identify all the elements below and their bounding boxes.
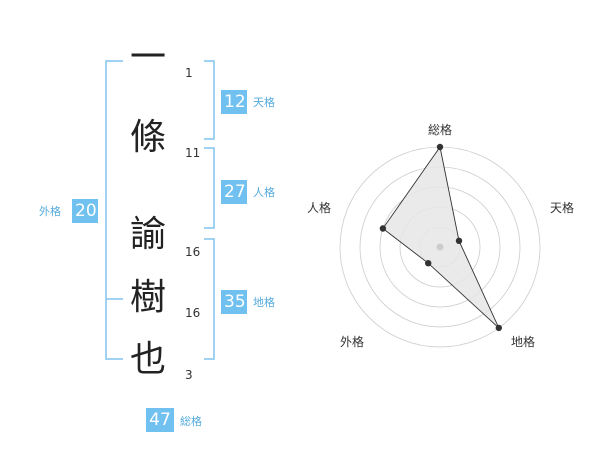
radar-axis-label-gaikaku: 外格 bbox=[340, 335, 365, 349]
gaikaku-value-badge: 20 bbox=[72, 199, 98, 223]
name-char-2: 條 bbox=[129, 117, 166, 158]
chikaku-label: 地格 bbox=[253, 296, 275, 309]
radar-axis-label-tenkaku: 天格 bbox=[550, 201, 575, 215]
radar-axis-label-jinkaku: 人格 bbox=[307, 201, 332, 215]
jinkaku-bracket bbox=[204, 147, 215, 229]
gaikaku-label: 外格 bbox=[39, 205, 61, 218]
radar-point-1 bbox=[436, 143, 444, 151]
radar-axis-label-soukaku: 総格 bbox=[428, 123, 453, 137]
tenkaku-value-badge: 12 bbox=[221, 90, 247, 114]
soukaku-label: 総格 bbox=[180, 415, 202, 428]
gaikaku-bracket bbox=[105, 60, 123, 360]
radar-point-3 bbox=[495, 324, 502, 332]
tenkaku-label: 天格 bbox=[253, 96, 275, 109]
radar-point-2 bbox=[455, 237, 463, 244]
name-char-5: 也 bbox=[129, 339, 166, 380]
chikaku-bracket bbox=[204, 238, 215, 360]
jinkaku-value-badge: 27 bbox=[221, 180, 247, 204]
radar-point-5 bbox=[379, 225, 387, 232]
name-char-4: 樹 bbox=[129, 277, 166, 318]
stroke-count-5: 3 bbox=[185, 368, 193, 382]
stroke-count-4: 16 bbox=[185, 306, 201, 320]
radar-center-dot bbox=[436, 243, 444, 251]
soukaku-value-badge: 47 bbox=[146, 408, 174, 432]
tenkaku-bracket bbox=[204, 60, 215, 140]
radar-series-polygon bbox=[382, 145, 500, 329]
radar-axis-label-chikaku: 地格 bbox=[511, 335, 536, 349]
jinkaku-label: 人格 bbox=[253, 186, 275, 199]
name-char-1: 一 bbox=[129, 37, 166, 78]
stroke-count-1: 1 bbox=[185, 66, 193, 80]
radar-point-4 bbox=[425, 260, 432, 267]
stroke-count-3: 16 bbox=[185, 245, 201, 259]
name-char-3: 諭 bbox=[129, 214, 166, 255]
stroke-count-2: 11 bbox=[185, 146, 201, 160]
chikaku-value-badge: 35 bbox=[221, 290, 247, 314]
